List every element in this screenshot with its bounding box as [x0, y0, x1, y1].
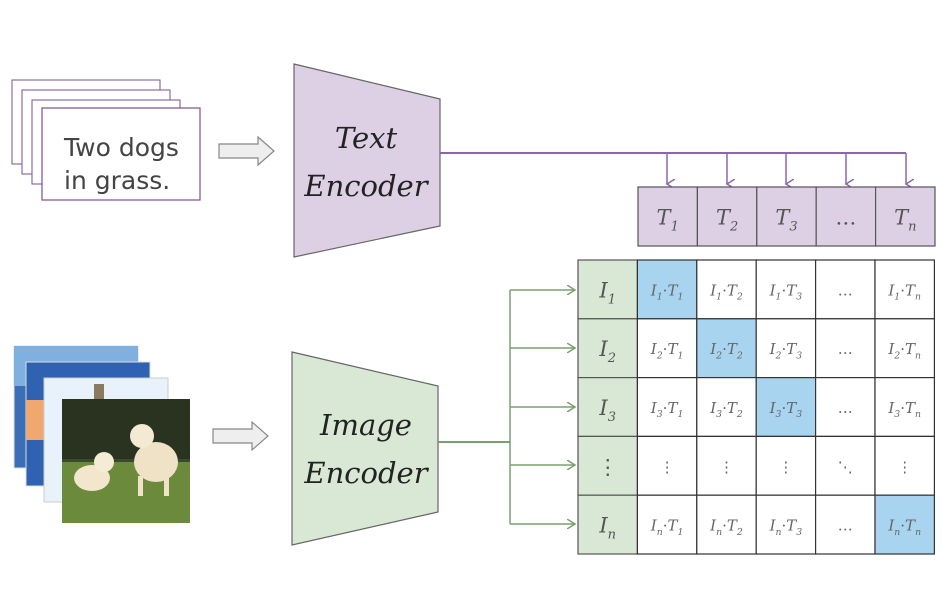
- image-encoder: Image Encoder: [291, 351, 439, 546]
- matrix-cell-label: ⋮: [778, 458, 793, 476]
- matrix-cell: [755, 318, 817, 379]
- matrix-cell: [874, 377, 936, 438]
- image-encoder-line-2: Encoder: [303, 456, 429, 490]
- matrix-cell: [755, 494, 817, 555]
- caption-stack: Two dogs in grass.: [11, 79, 201, 201]
- image-feature-connectors: [438, 290, 575, 524]
- text-token-cell: [874, 186, 936, 247]
- matrix-cell-label: I3​·T2​: [709, 399, 743, 420]
- matrix-cell-label: ⋮: [660, 458, 675, 476]
- similarity-matrix: I1​ I2​ I3​ ⋮ In​ I1​·T1​ I1​·T2​ I1​·T3​ … I1​·T…: [577, 259, 936, 555]
- text-token-label: Tn​: [894, 206, 916, 235]
- image-token-cell: [577, 259, 639, 320]
- matrix-cell: [696, 259, 757, 320]
- matrix-cell: [755, 435, 817, 496]
- text-feature-connectors: [440, 152, 906, 184]
- matrix-cell-label: ⋮: [719, 458, 734, 476]
- image-to-encoder-arrow: [212, 420, 269, 452]
- matrix-cell: [755, 259, 817, 320]
- matrix-cell: [636, 435, 698, 496]
- matrix-cell: [874, 259, 936, 320]
- caption-line-2: in grass.: [64, 166, 170, 195]
- matrix-cell-label: I2​·Tn​: [887, 340, 921, 361]
- matrix-cell-diagonal: [636, 259, 698, 320]
- matrix-cell-label: ⋮: [897, 458, 912, 476]
- matrix-cell-label: I2​·T2​: [709, 340, 743, 361]
- matrix-cell-label: I2​·T1​: [650, 340, 684, 361]
- image-encoder-line-1: Image: [319, 408, 412, 442]
- matrix-cell-label: In​·T2​: [709, 517, 743, 538]
- matrix-cell-label: …: [838, 399, 853, 417]
- image-token-label: I1​: [598, 278, 616, 307]
- text-token-label: T3​: [775, 206, 797, 235]
- matrix-cell-label: I2​·T3​: [769, 340, 803, 361]
- image-token-label: ⋮: [597, 455, 618, 479]
- text-token-row: T1​ T2​ T3​ … Tn​: [637, 186, 936, 247]
- matrix-cell-diagonal: [874, 494, 936, 555]
- matrix-cell-label: I3​·T3​: [769, 399, 803, 420]
- text-encoder-line-1: Text: [335, 121, 398, 155]
- matrix-cell-label: I1​·T1​: [650, 281, 684, 302]
- matrix-cell-label: In​·T3​: [769, 517, 803, 538]
- matrix-cell-label: …: [838, 340, 853, 358]
- matrix-cell-diagonal: [755, 377, 817, 438]
- matrix-cell-label: ⋱: [838, 458, 853, 476]
- matrix-cell: [814, 494, 876, 555]
- matrix-cell-label: I1​·T3​: [769, 281, 803, 302]
- image-token-cell: [577, 377, 639, 438]
- matrix-cell-label: I3​·T1​: [650, 399, 684, 420]
- caption-to-encoder-arrow: [218, 135, 275, 167]
- matrix-cell: [874, 435, 936, 496]
- image-token-label: I2​: [598, 337, 616, 366]
- image-token-cell: [577, 494, 639, 555]
- text-token-label: T1​: [657, 206, 679, 235]
- text-token-label: T2​: [716, 206, 738, 235]
- image-token-cell: [577, 318, 639, 379]
- text-encoder-line-2: Encoder: [303, 169, 429, 203]
- matrix-cell: [636, 494, 698, 555]
- matrix-cell-label: …: [838, 517, 853, 535]
- matrix-cell-label: …: [838, 281, 853, 299]
- caption-line-1: Two dogs: [63, 133, 179, 162]
- text-token-label: …: [835, 206, 856, 230]
- text-token-cell: [637, 186, 699, 247]
- matrix-cell: [874, 318, 936, 379]
- text-token-cell: [756, 186, 817, 247]
- matrix-cell-label: In​·Tn​: [887, 517, 921, 538]
- matrix-cell-label: I3​·Tn​: [887, 399, 921, 420]
- image-token-label: In​: [598, 514, 616, 543]
- matrix-cell-label: In​·T1​: [650, 517, 684, 538]
- image-token-label: I3​: [598, 396, 616, 425]
- text-token-cell: [696, 186, 758, 247]
- text-encoder: Text Encoder: [293, 63, 441, 258]
- matrix-cell-label: I1​·Tn​: [887, 281, 921, 302]
- matrix-cell: [696, 494, 757, 555]
- matrix-cell-label: I1​·T2​: [709, 281, 743, 302]
- image-stack: [13, 345, 190, 523]
- matrix-cell: [636, 377, 698, 438]
